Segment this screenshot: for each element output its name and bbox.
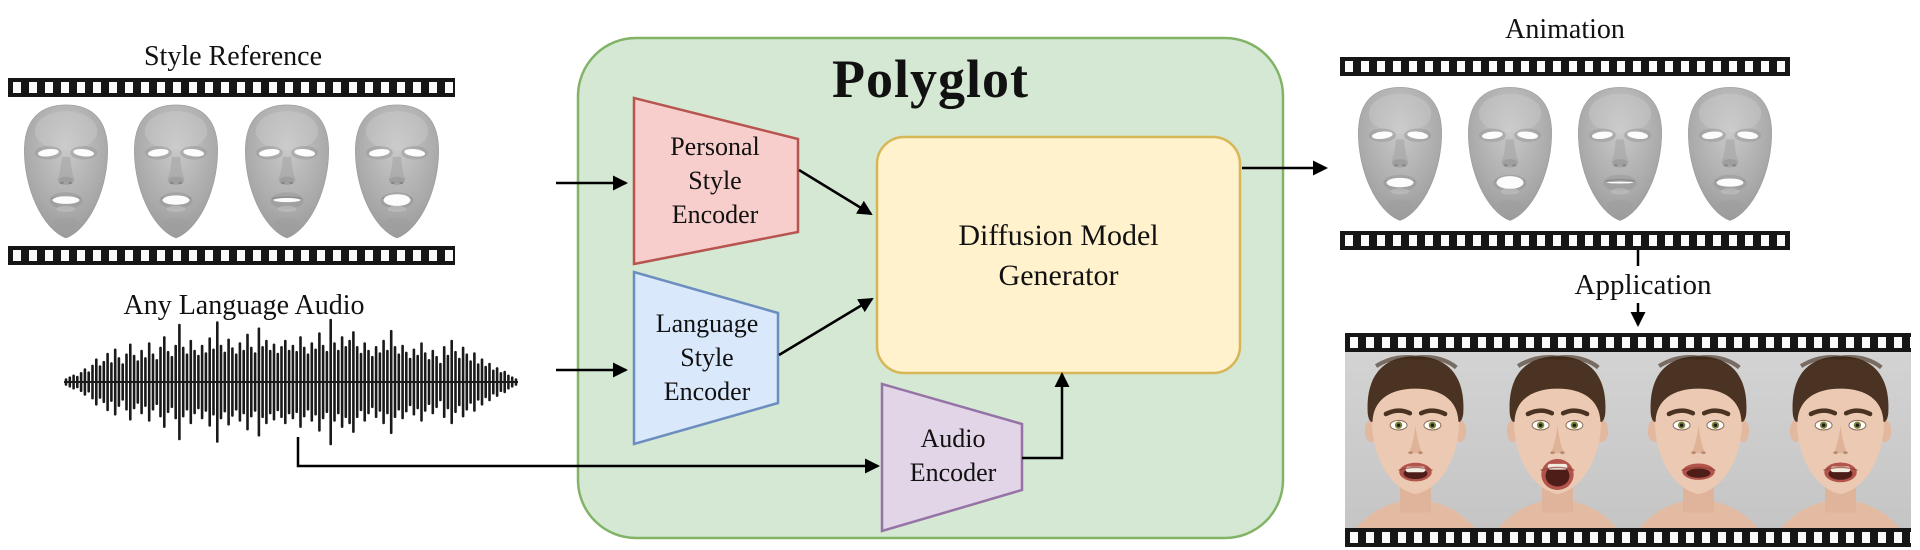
application-face-1 (1356, 354, 1475, 528)
application-frames (1345, 352, 1911, 528)
personal-style-encoder-label: Personal Style Encoder (670, 132, 760, 229)
application-face-4 (1781, 354, 1900, 528)
arrow-language-encoder-to-generator (778, 297, 874, 357)
application-strip-top (1345, 333, 1911, 352)
animation-strip-top (1340, 57, 1790, 76)
audio-encoder-label: Audio Encoder (909, 424, 997, 487)
application-label: Application (1574, 269, 1712, 301)
style-face-4 (355, 104, 439, 239)
style-reference-frames (8, 97, 455, 246)
application-face-3 (1639, 354, 1758, 528)
animation-face-3 (1578, 87, 1662, 221)
arrow-audio-encoder-to-generator (1022, 371, 1070, 460)
animation-face-4 (1688, 87, 1772, 221)
arrow-waveform-to-audio-encoder (296, 437, 881, 474)
film-strip-bottom (8, 246, 455, 265)
style-face-1 (24, 104, 108, 239)
diffusion-generator-label: Diffusion Model Generator (958, 219, 1159, 292)
application-strip (1345, 333, 1911, 547)
personal-style-encoder-shape (632, 96, 800, 266)
arrow-personal-encoder-to-generator (798, 168, 873, 216)
style-reference-label: Style Reference (143, 41, 323, 72)
film-strip-top (8, 78, 455, 97)
animation-frames (1340, 77, 1790, 231)
animation-strip-bottom (1340, 231, 1790, 250)
polyglot-title: Polyglot (832, 49, 1029, 109)
language-style-encoder-label: Language Style Encoder (655, 309, 759, 406)
audio-waveform (64, 318, 518, 446)
application-face-2 (1498, 354, 1617, 528)
style-face-3 (244, 104, 329, 239)
language-style-encoder-shape (632, 270, 780, 446)
animation-label: Animation (1505, 14, 1625, 45)
audio-input-label: Any Language Audio (123, 290, 365, 321)
animation-face-2 (1468, 87, 1552, 221)
animation-face-1 (1358, 87, 1442, 221)
application-strip-bottom (1345, 528, 1911, 547)
audio-encoder-shape (880, 382, 1024, 533)
style-face-2 (134, 104, 219, 239)
